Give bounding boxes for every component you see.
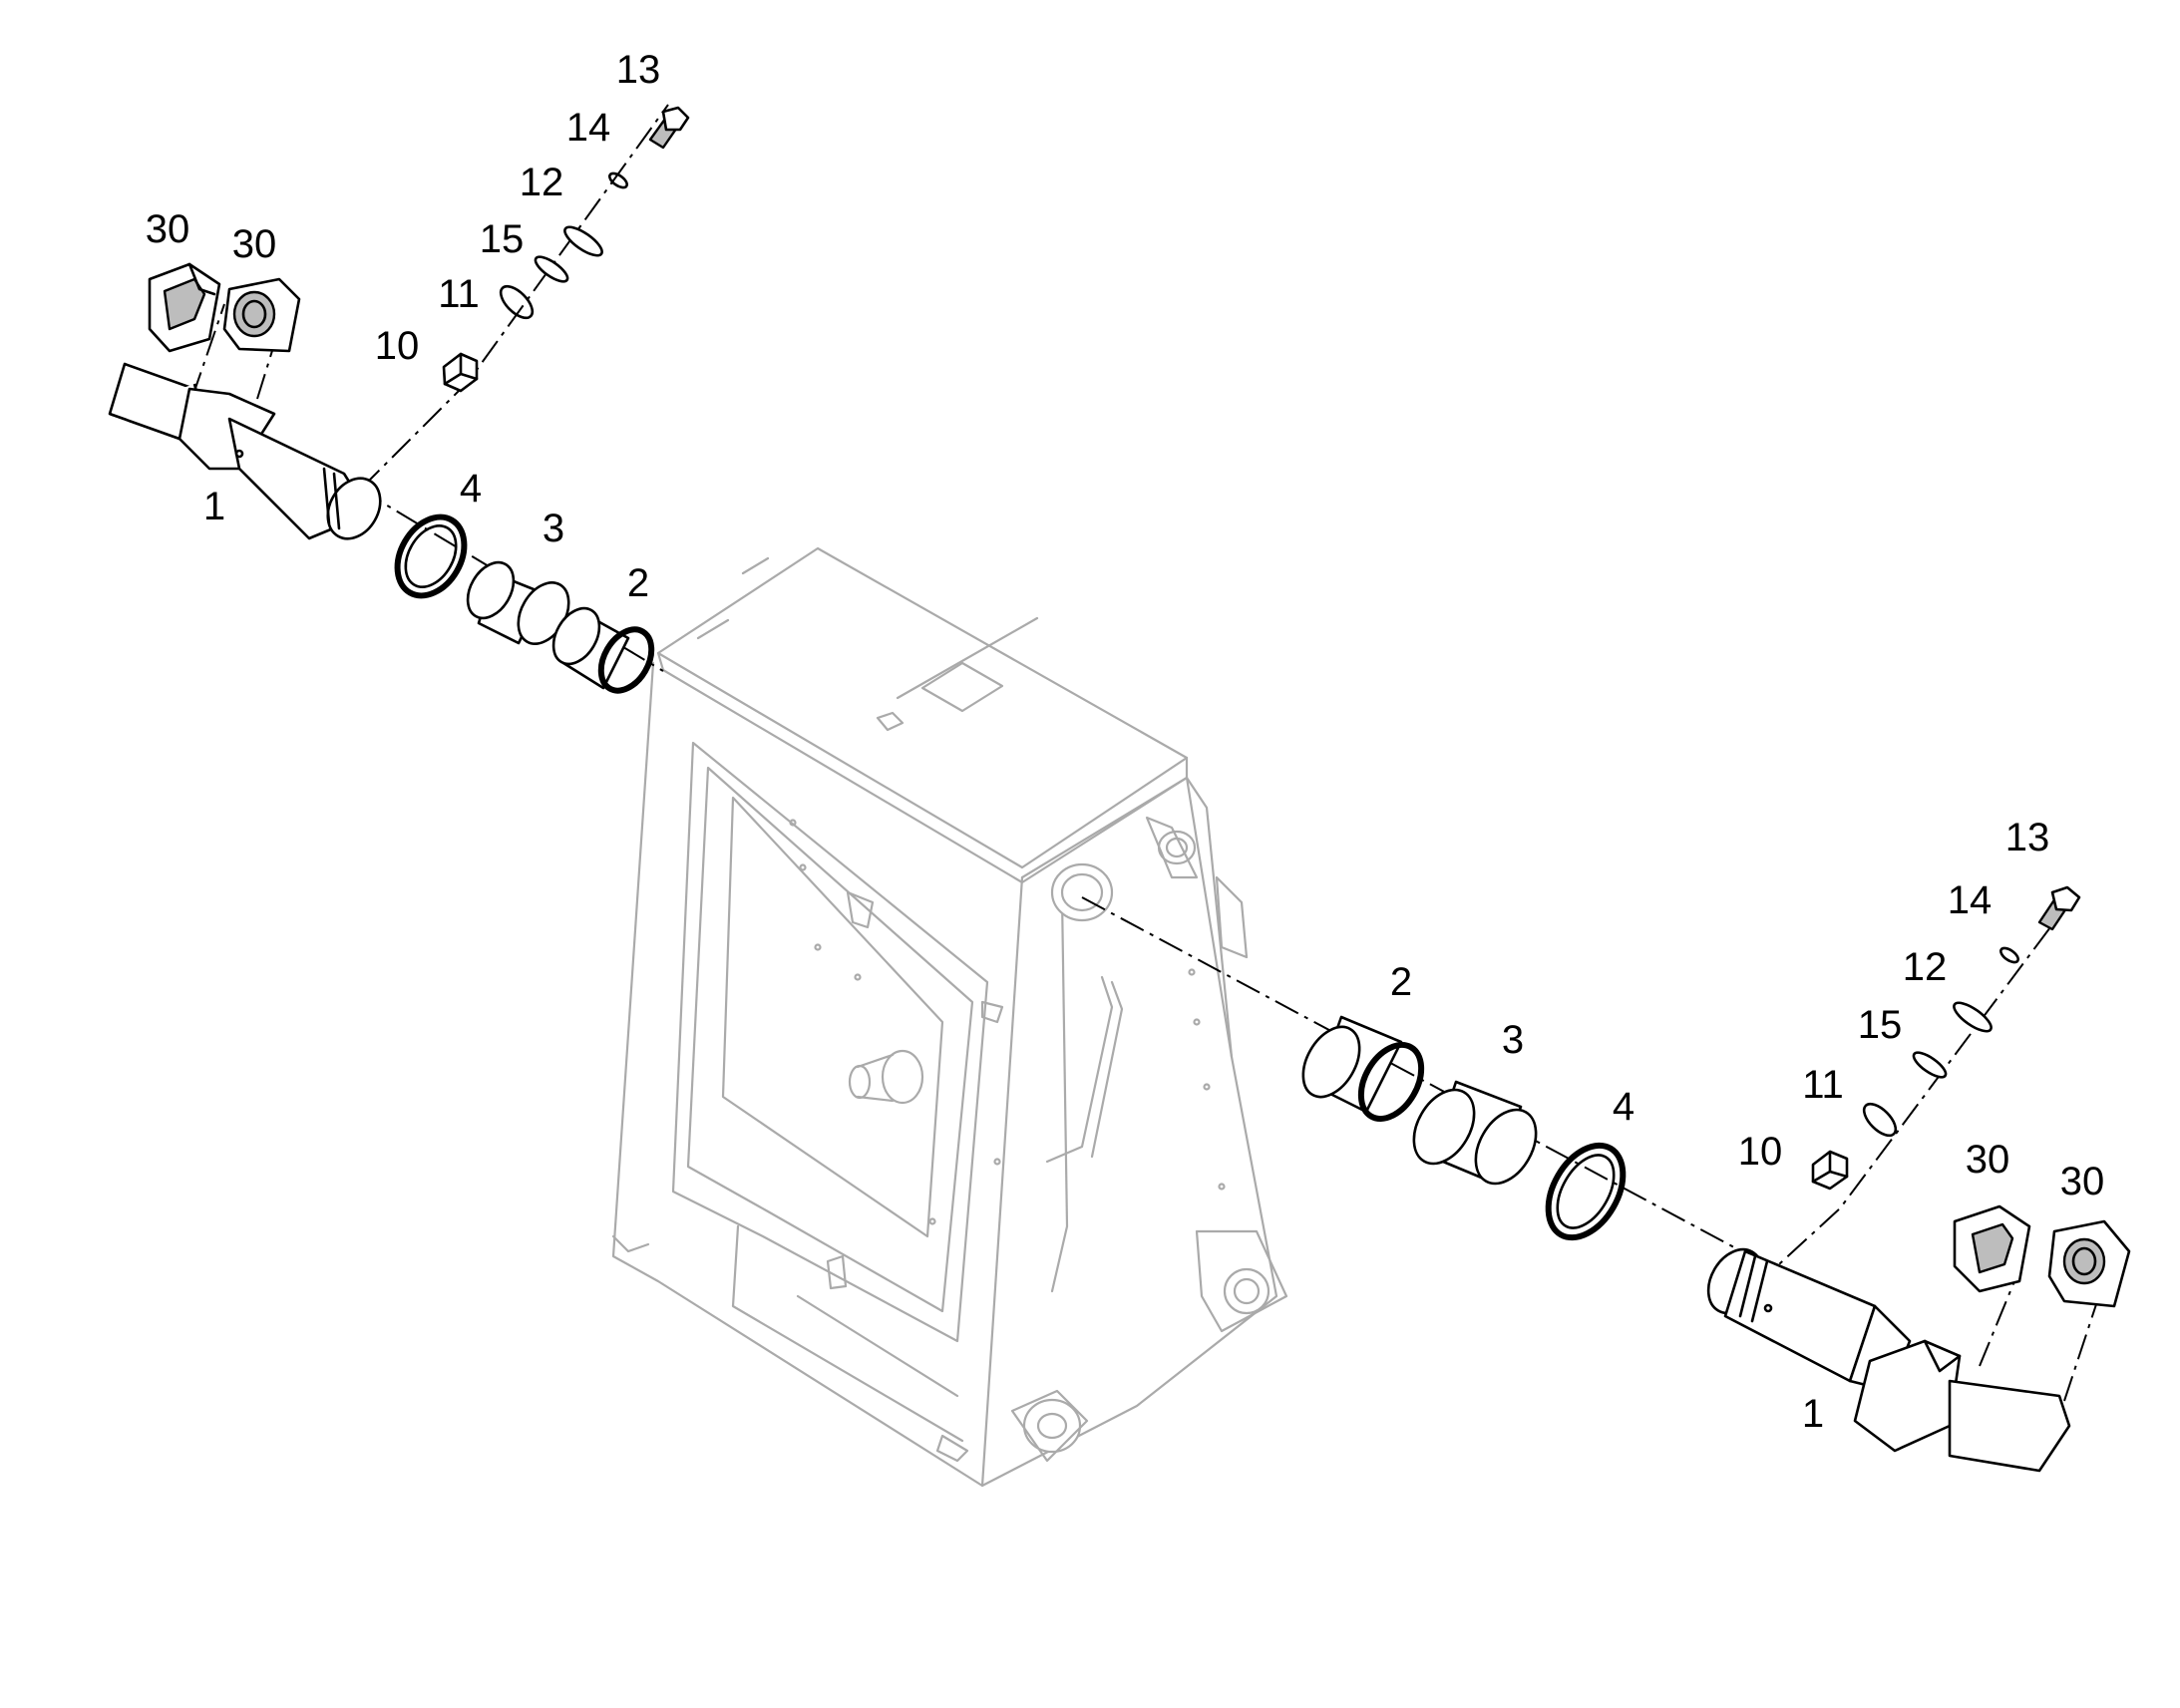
- left-bushing-3: [466, 560, 570, 645]
- right-oring-11: [1862, 1102, 1898, 1138]
- callout-left-1: 1: [203, 485, 225, 528]
- right-nut-10: [1811, 1150, 1849, 1191]
- left-washer-14: [608, 171, 628, 189]
- callout-left-11: 11: [438, 272, 480, 316]
- callout-right-11: 11: [1802, 1063, 1844, 1107]
- callout-right-2: 2: [1390, 960, 1412, 1004]
- callout-right-12: 12: [1903, 945, 1948, 989]
- callout-right-30b: 30: [2060, 1160, 2105, 1203]
- callout-right-13: 13: [2005, 816, 2050, 859]
- right-washer-14: [1999, 946, 2019, 964]
- callout-left-30a: 30: [146, 207, 190, 251]
- right-bolt-13: [2037, 885, 2081, 931]
- right-sensor-block-30b: [2047, 1219, 2131, 1308]
- left-bolt-13: [648, 106, 690, 150]
- left-pin-15: [534, 255, 569, 283]
- right-seal-ring-4: [1545, 1142, 1627, 1241]
- callout-left-13: 13: [616, 48, 661, 92]
- callout-right-3: 3: [1502, 1018, 1524, 1062]
- right-bushing-3: [1412, 1080, 1538, 1186]
- callout-left-2: 2: [627, 561, 649, 605]
- callout-left-30b: 30: [232, 222, 277, 266]
- callout-labels: 13 14 12 15 11 10 30 30 1 4 3 2 13 14 12…: [146, 48, 2105, 1436]
- right-sensor-block-30a: [1953, 1204, 2031, 1293]
- left-seal-ring-4: [394, 513, 468, 599]
- right-bushing-2: [1301, 1015, 1425, 1122]
- callout-right-1: 1: [1802, 1392, 1824, 1436]
- callout-right-4: 4: [1613, 1085, 1635, 1129]
- callout-left-4: 4: [460, 467, 482, 511]
- callout-right-15: 15: [1858, 1003, 1903, 1047]
- left-sensor-block-30a: [148, 262, 221, 353]
- frame-body: [611, 546, 1288, 1488]
- callout-left-12: 12: [520, 161, 564, 204]
- right-pin-15: [1912, 1051, 1948, 1079]
- left-oring-11: [499, 284, 535, 320]
- left-bearing-pin-1: [108, 362, 382, 540]
- left-pin-12: [563, 225, 603, 257]
- callout-left-15: 15: [480, 217, 525, 261]
- callout-left-10: 10: [375, 324, 420, 368]
- callout-right-14: 14: [1948, 878, 1993, 922]
- callout-right-10: 10: [1738, 1130, 1783, 1174]
- callout-left-3: 3: [543, 507, 564, 550]
- right-bearing-pin-1: [1706, 1247, 2071, 1473]
- left-bushing-2: [551, 606, 655, 694]
- callout-right-30a: 30: [1966, 1138, 2010, 1182]
- right-pin-12: [1953, 1001, 1993, 1033]
- left-sensor-block-30b: [222, 277, 301, 353]
- left-nut-10: [442, 352, 479, 393]
- callout-left-14: 14: [566, 106, 611, 150]
